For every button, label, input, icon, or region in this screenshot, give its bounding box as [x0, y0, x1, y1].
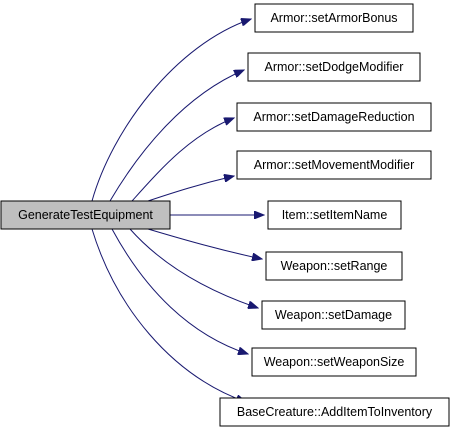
node-item-setitemname-label: Item::setItemName [282, 208, 388, 222]
node-weapon-setdamage[interactable]: Weapon::setDamage [261, 300, 406, 330]
node-weapon-setrange-label: Weapon::setRange [281, 259, 388, 273]
node-generatetestequipment[interactable]: GenerateTestEquipment [0, 200, 171, 230]
edge-to-weapon-setdamage [129, 228, 258, 308]
node-weapon-setdamage-label: Weapon::setDamage [275, 308, 392, 322]
node-armor-setdodgemodifier-label: Armor::setDodgeModifier [265, 60, 404, 74]
call-edges [91, 19, 264, 402]
edge-to-armor-setarmorbonus [91, 19, 251, 202]
node-armor-setarmorbonus[interactable]: Armor::setArmorBonus [254, 3, 414, 33]
node-armor-setdamagereduction-label: Armor::setDamageReduction [253, 110, 414, 124]
edge-to-weapon-setrange [147, 228, 262, 259]
node-armor-setdodgemodifier[interactable]: Armor::setDodgeModifier [247, 52, 421, 82]
node-generatetestequipment-label: GenerateTestEquipment [18, 208, 153, 222]
node-armor-setdamagereduction[interactable]: Armor::setDamageReduction [236, 102, 432, 132]
node-armor-setmovementmodifier[interactable]: Armor::setMovementModifier [236, 150, 432, 180]
node-weapon-setweaponsize-label: Weapon::setWeaponSize [264, 355, 405, 369]
node-basecreature-additemtoinventory[interactable]: BaseCreature::AddItemToInventory [219, 397, 450, 427]
edge-to-armor-setdodgemodifier [109, 70, 244, 202]
edge-to-basecreature-additemtoinventory [91, 228, 246, 402]
edge-to-armor-setdamagereduction [131, 118, 234, 202]
edge-to-weapon-setweaponsize [111, 228, 248, 354]
node-weapon-setweaponsize[interactable]: Weapon::setWeaponSize [251, 347, 417, 377]
node-item-setitemname[interactable]: Item::setItemName [267, 200, 402, 230]
node-armor-setarmorbonus-label: Armor::setArmorBonus [270, 11, 397, 25]
edge-to-armor-setmovementmodifier [147, 176, 234, 202]
node-weapon-setrange[interactable]: Weapon::setRange [265, 251, 403, 281]
node-armor-setmovementmodifier-label: Armor::setMovementModifier [254, 158, 414, 172]
node-basecreature-additemtoinventory-label: BaseCreature::AddItemToInventory [237, 405, 433, 419]
